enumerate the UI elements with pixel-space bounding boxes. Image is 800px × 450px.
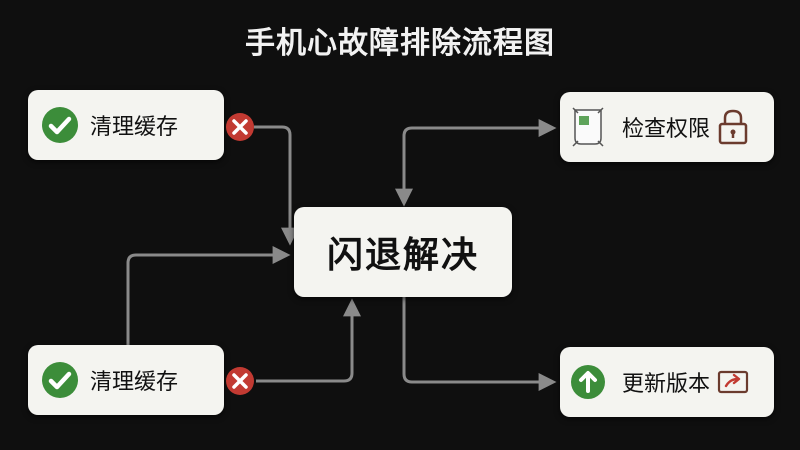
document-icon [568,105,608,149]
connector-cache-bottom-to-center [126,246,291,345]
close-icon[interactable] [225,112,255,142]
close-icon[interactable] [225,366,255,396]
node-clear-cache-top[interactable]: 清理缓存 [28,90,224,160]
node-label: 检查权限 [622,117,711,142]
connector-close-bottom-to-center [256,298,361,383]
node-crash-fix[interactable]: 闪退解决 [294,207,512,297]
node-update-version[interactable]: 更新版本 [560,347,774,417]
connector-center-to-update [402,297,557,391]
node-label: 闪退解决 [326,235,479,276]
connector-center-to-permission [395,119,557,207]
node-label: 清理缓存 [90,115,179,140]
share-icon [716,367,750,397]
node-clear-cache-bottom[interactable]: 清理缓存 [28,345,224,415]
arrow-up-icon [568,362,608,402]
check-icon [40,105,80,145]
connector-cache-top-to-center [254,125,299,246]
check-icon [40,360,80,400]
diagram-title: 手机心故障排除流程图 [245,26,555,61]
node-label: 更新版本 [622,372,711,397]
lock-icon [716,107,750,147]
node-check-permissions[interactable]: 检查权限 [560,92,774,162]
node-label: 清理缓存 [90,370,179,395]
